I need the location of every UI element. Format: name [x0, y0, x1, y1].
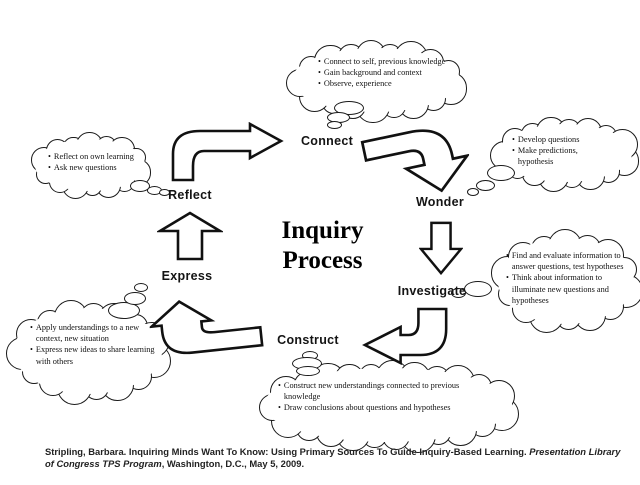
cloud-bullet: •Connect to self, previous knowledge — [318, 56, 466, 67]
cloud-mask — [14, 308, 162, 394]
bullet-text: Gain background and context — [323, 68, 422, 78]
bullet-text: Construct new understandings connected t… — [283, 381, 460, 402]
bullet-text: Express new ideas to share learning with… — [35, 345, 155, 366]
stage-label-investigate: Investigate — [397, 284, 467, 298]
connect-cloud-bullets: •Connect to self, previous knowledge•Gai… — [318, 56, 466, 90]
express-tail-bubble — [134, 283, 148, 292]
cloud-mask — [497, 123, 633, 183]
bullet-text: Find and evaluate information to answer … — [511, 251, 624, 272]
cloud-bullet: •Think about information to illuminate n… — [506, 272, 630, 306]
bullet-dot-icon: • — [30, 345, 33, 355]
bullet-dot-icon: • — [512, 135, 515, 144]
bullet-text: Think about information to illuminate ne… — [511, 273, 609, 305]
cloud-bullet: •Ask new questions — [48, 162, 148, 173]
bullet-text: Apply understandings to a new context, n… — [35, 323, 140, 344]
bullet-text: Develop questions — [517, 135, 580, 144]
bullet-text: Observe, experience — [323, 79, 392, 89]
reflect-cloud-bullets: •Reflect on own learning•Ask new questio… — [48, 151, 148, 173]
citation-segment: Stripling, Barbara. Inquiring Minds Want… — [45, 446, 530, 457]
curved-left-arrow-icon — [362, 307, 448, 366]
cloud-mask — [292, 48, 460, 112]
express-tail-bubble — [108, 302, 140, 319]
arrow-construct-to-express — [147, 291, 265, 363]
arrow-investigate-to-construct — [357, 307, 464, 370]
wonder-tail-bubble — [487, 165, 515, 181]
page-title: Inquiry Process — [245, 216, 400, 275]
cloud-bullet: •Reflect on own learning — [48, 151, 148, 162]
express-cloud-bullets: •Apply understandings to a new context, … — [30, 322, 158, 367]
bullet-dot-icon: • — [30, 323, 33, 332]
cloud-bullet: •Gain background and context — [318, 67, 466, 78]
express-thought-cloud: •Apply understandings to a new context, … — [5, 300, 171, 405]
construct-thought-cloud: •Construct new understandings connected … — [258, 359, 519, 453]
bullet-dot-icon: • — [318, 79, 321, 89]
bullet-dot-icon: • — [48, 163, 51, 173]
bullet-dot-icon: • — [278, 403, 281, 413]
cloud-mask — [35, 139, 145, 191]
up-block-arrow-icon — [155, 211, 225, 261]
arrow-reflect-to-connect — [168, 121, 286, 189]
bullet-dot-icon: • — [48, 152, 51, 161]
express-tail-bubble — [124, 292, 146, 305]
citation-segment: , Washington, D.C., May 5, 2009. — [161, 457, 305, 469]
wonder-cloud-bullets: •Develop questions•Make predictions, hyp… — [512, 134, 612, 168]
reflect-tail-bubble — [159, 189, 170, 196]
arrow-connect-to-wonder — [359, 117, 476, 212]
bullet-text: Reflect on own learning — [53, 152, 134, 161]
stage-label-connect: Connect — [300, 134, 354, 148]
cloud-bullet: •Apply understandings to a new context, … — [30, 322, 158, 344]
arrow-wonder-to-investigate — [418, 221, 464, 280]
connect-thought-cloud: •Connect to self, previous knowledge•Gai… — [285, 40, 468, 124]
page-title-line2: Process — [282, 246, 363, 274]
curved-right-arrow-icon — [171, 121, 284, 182]
wonder-tail-bubble — [467, 188, 479, 196]
bullet-text: Draw conclusions about questions and hyp… — [283, 403, 451, 413]
stage-label-express: Express — [161, 269, 213, 283]
construct-cloud-bullets: •Construct new understandings connected … — [278, 380, 468, 414]
connect-tail-bubble — [327, 121, 342, 129]
bullet-dot-icon: • — [318, 57, 321, 66]
bullet-dot-icon: • — [512, 146, 515, 156]
cloud-bullet: •Develop questions — [512, 134, 612, 145]
curved-up-arrow-icon — [147, 300, 264, 355]
bullet-dot-icon: • — [506, 273, 509, 283]
cloud-bullet: •Make predictions, hypothesis — [512, 145, 612, 167]
bullet-dot-icon: • — [506, 251, 509, 260]
bullet-text: Make predictions, hypothesis — [517, 146, 578, 167]
investigate-tail-bubble — [451, 288, 466, 298]
cloud-bullet: •Observe, experience — [318, 78, 466, 89]
stage-label-wonder: Wonder — [415, 195, 465, 209]
stage-label-reflect: Reflect — [168, 188, 212, 202]
reflect-thought-cloud: •Reflect on own learning•Ask new questio… — [31, 132, 152, 200]
arrow-express-to-reflect — [155, 211, 225, 266]
cloud-mask — [264, 368, 512, 442]
cloud-mask — [498, 238, 634, 324]
stage-label-construct: Construct — [277, 333, 339, 347]
bullet-dot-icon: • — [278, 381, 281, 390]
bullet-text: Ask new questions — [53, 163, 117, 173]
wonder-thought-cloud: •Develop questions•Make predictions, hyp… — [490, 116, 640, 193]
bullet-text: Connect to self, previous knowledge — [323, 57, 446, 66]
wonder-tail-bubble — [476, 180, 495, 191]
investigate-cloud-bullets: •Find and evaluate information to answer… — [506, 250, 630, 306]
cloud-bullet: •Find and evaluate information to answer… — [506, 250, 630, 272]
investigate-thought-cloud: •Find and evaluate information to answer… — [491, 229, 640, 334]
citation-segment: Presentation Library of Congress TPS Pro… — [45, 446, 621, 469]
construct-tail-bubble — [296, 366, 320, 376]
page-title-line1: Inquiry — [281, 217, 364, 244]
cloud-bullet: •Construct new understandings connected … — [278, 380, 468, 402]
curved-down-arrow-icon — [360, 129, 471, 193]
cloud-bullet: •Draw conclusions about questions and hy… — [278, 402, 468, 413]
citation: Stripling, Barbara. Inquiring Minds Want… — [45, 446, 623, 469]
cloud-bullet: •Express new ideas to share learning wit… — [30, 344, 158, 366]
down-block-arrow-icon — [418, 221, 464, 276]
bullet-dot-icon: • — [318, 68, 321, 78]
